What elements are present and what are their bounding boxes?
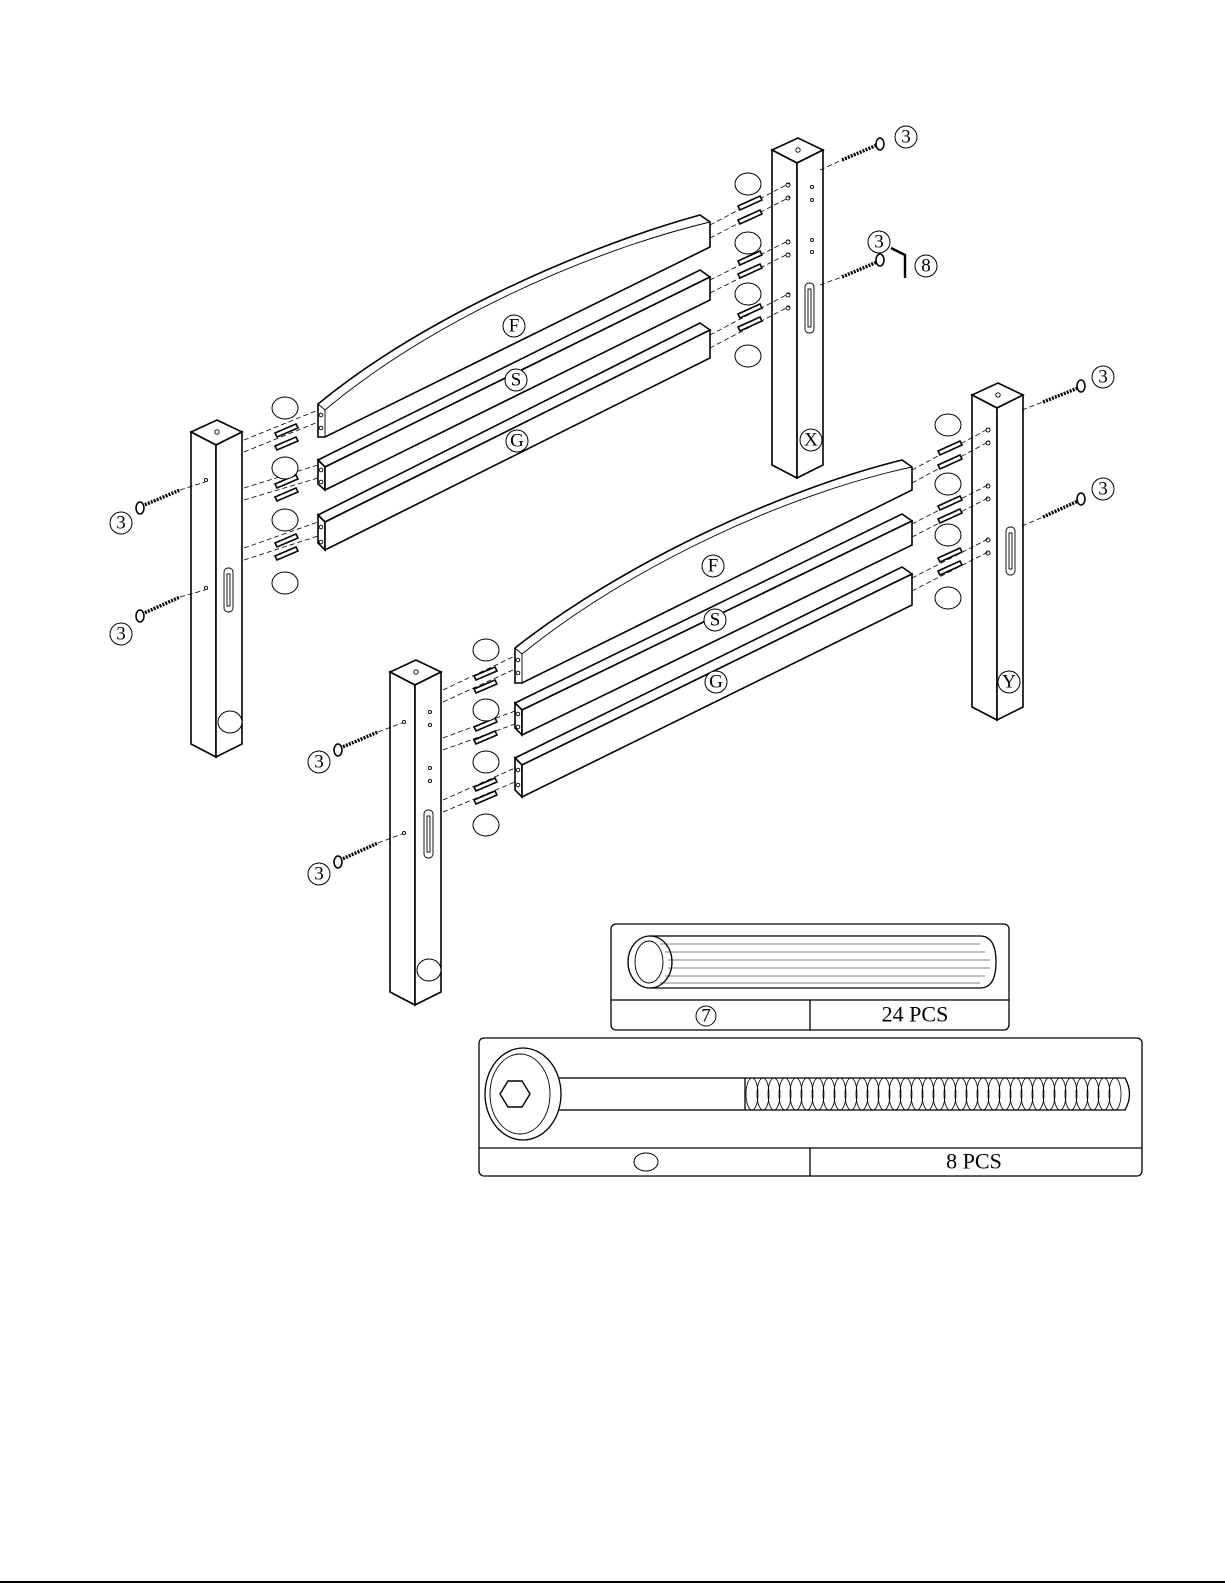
part-label-g-back: G	[506, 430, 528, 452]
callout-bolt-front-left-bottom: 3	[308, 863, 330, 885]
bolt-thread	[988, 1078, 1000, 1110]
part-label-s-front: S	[704, 609, 726, 631]
svg-text:3: 3	[314, 752, 324, 773]
bolt-thread	[878, 1078, 890, 1110]
svg-text:G: G	[510, 431, 524, 452]
bolt-thread	[999, 1078, 1011, 1110]
callout-bolt-front-left-top: 3	[308, 751, 330, 773]
bolt-thread	[845, 1078, 857, 1110]
part-label-y: Y	[998, 671, 1020, 693]
callout-bolt-back-right-bottom: 3	[868, 231, 890, 253]
bolt-thread	[1043, 1078, 1055, 1110]
svg-text:8: 8	[921, 256, 931, 277]
svg-text:X: X	[804, 430, 818, 451]
callout-bolt-front-right-bottom: 3	[1092, 478, 1114, 500]
bolt-thread	[933, 1078, 945, 1110]
bolt-thread	[900, 1078, 912, 1110]
bolt-illustration	[485, 1048, 1130, 1140]
dowel-ref: 7	[701, 1006, 711, 1027]
bolt-thread	[779, 1078, 791, 1110]
dowel-illustration	[628, 936, 996, 988]
part-label-f-front: F	[702, 555, 724, 577]
bolt-thread	[1032, 1078, 1044, 1110]
bolt-thread	[812, 1078, 824, 1110]
svg-text:Y: Y	[1002, 672, 1016, 693]
bolt-thread	[823, 1078, 835, 1110]
bolt-thread	[1065, 1078, 1077, 1110]
bolt-thread	[757, 1078, 769, 1110]
post-back-left	[191, 420, 242, 757]
part-label-f-back: F	[503, 315, 525, 337]
svg-text:F: F	[509, 316, 520, 337]
part-label-g-front: G	[705, 671, 727, 693]
bolt-thread	[768, 1078, 780, 1110]
post-front-left	[390, 660, 441, 1005]
svg-text:S: S	[710, 610, 721, 631]
callout-wrench: 8	[915, 255, 937, 277]
svg-text:3: 3	[901, 127, 911, 148]
bolt-thread	[966, 1078, 978, 1110]
bolt-thread	[856, 1078, 868, 1110]
callout-bolt-back-right-top: 3	[895, 126, 917, 148]
hardware-box-dowel: 7 24 PCS	[611, 924, 1009, 1030]
bolt-thread	[955, 1078, 967, 1110]
dowels-front-left	[443, 639, 515, 836]
svg-text:S: S	[511, 370, 522, 391]
bolt-thread	[977, 1078, 989, 1110]
callout-bolt-back-left-top: 3	[110, 512, 132, 534]
part-label-x: X	[800, 429, 822, 451]
bolt-thread	[911, 1078, 923, 1110]
svg-text:3: 3	[314, 864, 324, 885]
hardware-box-bolt: 8 PCS	[479, 1038, 1142, 1176]
bolt-thread	[1021, 1078, 1033, 1110]
svg-text:3: 3	[1098, 367, 1108, 388]
bolt-thread	[1087, 1078, 1099, 1110]
bolt-thread	[1109, 1078, 1121, 1110]
svg-text:3: 3	[1098, 479, 1108, 500]
callout-bolt-front-right-top: 3	[1092, 366, 1114, 388]
dowels-back-left	[244, 397, 318, 594]
svg-text:F: F	[708, 556, 719, 577]
bolt-thread	[801, 1078, 813, 1110]
bolt-thread	[790, 1078, 802, 1110]
bolt-thread	[922, 1078, 934, 1110]
svg-text:3: 3	[116, 624, 126, 645]
dowel-quantity: 24 PCS	[882, 1002, 949, 1027]
bolt-thread	[1010, 1078, 1022, 1110]
bolt-thread	[944, 1078, 956, 1110]
bolt-thread	[889, 1078, 901, 1110]
post-back-right	[772, 138, 823, 478]
bolt-thread	[1098, 1078, 1110, 1110]
bolt-thread	[746, 1078, 758, 1110]
svg-text:3: 3	[874, 232, 884, 253]
bolt-thread	[1054, 1078, 1066, 1110]
bolt-thread	[834, 1078, 846, 1110]
part-label-s-back: S	[505, 369, 527, 391]
bolt-thread	[867, 1078, 879, 1110]
svg-text:3: 3	[116, 513, 126, 534]
bolt-thread	[1076, 1078, 1088, 1110]
callout-bolt-back-left-bottom: 3	[110, 623, 132, 645]
svg-text:G: G	[709, 672, 723, 693]
bolt-quantity: 8 PCS	[946, 1149, 1002, 1174]
